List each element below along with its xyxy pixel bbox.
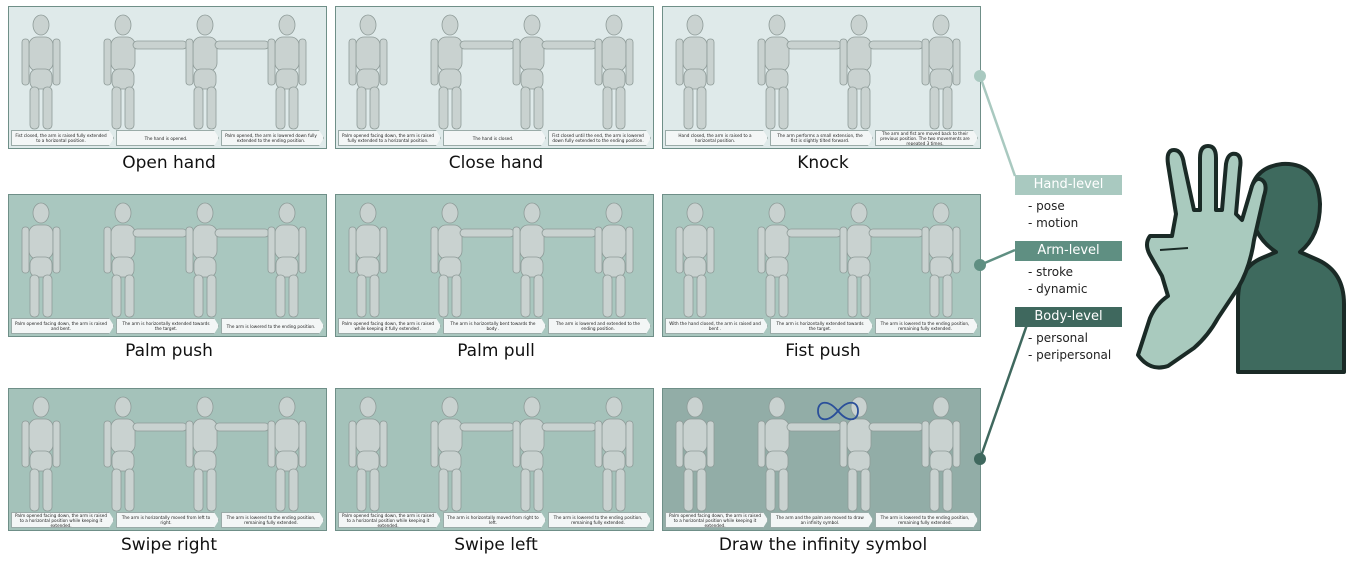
hand-body-illustration [0, 0, 1350, 562]
